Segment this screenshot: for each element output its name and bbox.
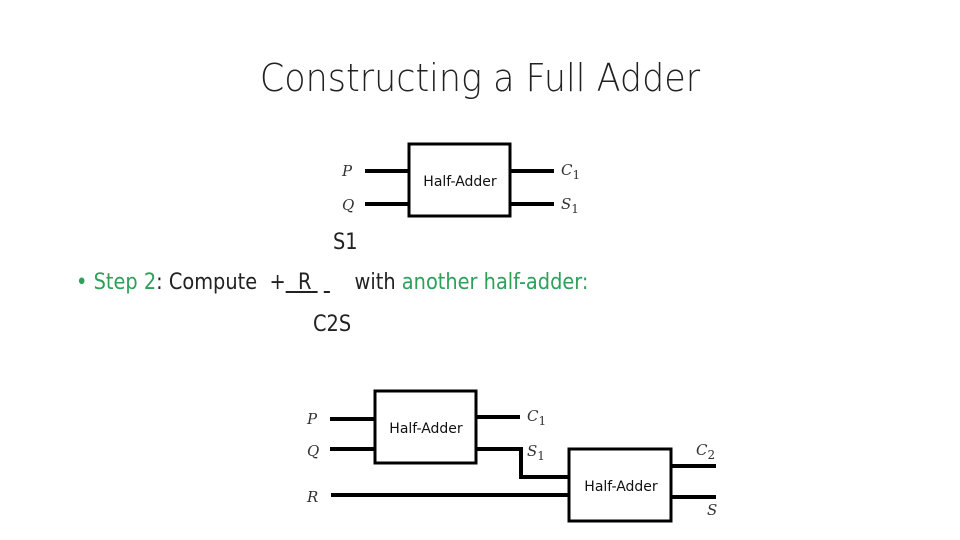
half-adder-label-1: Half-Adder	[389, 421, 463, 437]
half-adder-box-1	[373, 389, 478, 465]
label-s1: S	[527, 442, 537, 460]
half-adder-label-2: Half-Adder	[584, 479, 658, 495]
bullet: •	[76, 270, 88, 295]
label-c1: C	[527, 407, 539, 425]
sub: 1	[537, 449, 545, 463]
half-adder-label: Half-Adder	[423, 174, 497, 190]
svg-text:C1: C1	[561, 161, 580, 182]
label-p: P	[341, 162, 353, 180]
compute-word: Compute	[168, 270, 258, 295]
label-c2: C	[696, 441, 708, 459]
svg-text:C2: C2	[696, 441, 715, 462]
label-p: P	[306, 410, 318, 428]
sub: 2	[707, 448, 715, 462]
svg-text:C1: C1	[527, 407, 546, 428]
sub: 1	[571, 202, 579, 216]
half-adder-box	[407, 142, 512, 218]
top-half-adder-diagram	[365, 142, 554, 218]
expr-bottom: C2S	[313, 312, 352, 337]
svg-text:S1: S1	[527, 442, 545, 463]
expr-mid: R	[297, 270, 312, 295]
expr-plus: +	[269, 270, 286, 295]
half-adder-box-2	[567, 447, 673, 523]
colon: :	[156, 270, 163, 295]
label-r: R	[306, 488, 318, 506]
label-q: Q	[342, 196, 354, 214]
step-label: Step 2	[93, 270, 157, 295]
label-q: Q	[307, 442, 319, 460]
another-half-adder: another half-adder:	[401, 270, 589, 295]
expr-top: S1	[333, 230, 358, 255]
with-word: with	[354, 270, 396, 295]
sub: 1	[572, 168, 580, 182]
bottom-full-adder-diagram	[330, 389, 716, 523]
step-line: • Step 2: Compute + R with another half-…	[76, 270, 588, 295]
sub: 1	[538, 414, 546, 428]
wire-s1	[476, 447, 569, 479]
label-s1: S	[561, 195, 571, 213]
slide-title: Constructing a Full Adder	[259, 56, 701, 100]
label-s: S	[707, 501, 717, 519]
label-c1: C	[561, 161, 573, 179]
svg-text:S1: S1	[561, 195, 579, 216]
